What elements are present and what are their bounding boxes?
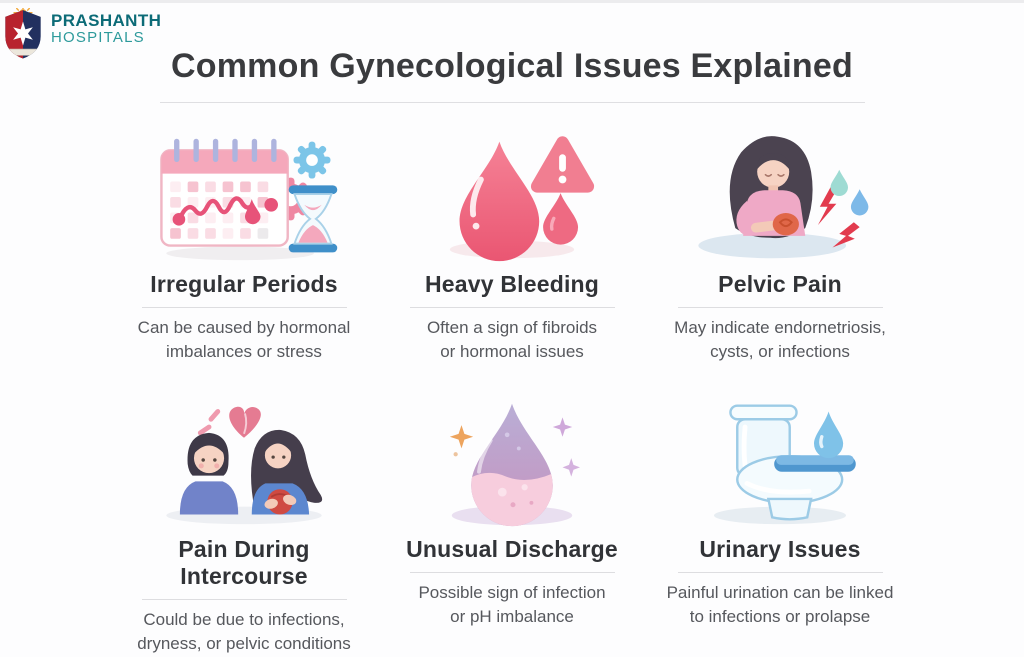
issues-grid: Irregular Periods Can be caused by hormo… <box>0 129 1024 657</box>
blood-drop-warning-icon <box>407 129 617 265</box>
shield-crest-icon <box>2 8 44 60</box>
page-title: Common Gynecological Issues Explained <box>171 47 853 85</box>
card-divider <box>677 307 883 308</box>
couple-intimacy-pain-icon <box>139 394 349 530</box>
card-divider <box>141 307 347 308</box>
calendar-cycle-icon <box>139 129 349 265</box>
issue-description: Could be due to infections, dryness, or … <box>137 610 351 654</box>
card-divider <box>409 572 615 574</box>
issue-card-irregular-periods: Irregular Periods Can be caused by hormo… <box>119 129 369 364</box>
issue-description: Often a sign of fibroids or hormonal iss… <box>426 318 598 362</box>
issue-title: Urinary Issues <box>699 536 861 563</box>
issue-card-pain-during-intercourse: Pain During Intercourse Could be due to … <box>119 394 369 656</box>
issue-title: Heavy Bleeding <box>424 271 600 297</box>
brand-name: PRASHANTH <box>51 11 162 30</box>
card-divider <box>409 307 615 308</box>
brand-subname: HOSPITALS <box>51 28 145 46</box>
issue-title: Unusual Discharge <box>406 536 618 563</box>
issue-description: May indicate endornetriosis, cysts, or i… <box>674 318 886 362</box>
issue-title: Irregular Periods <box>150 271 338 297</box>
card-divider <box>677 572 883 574</box>
woman-abdominal-pain-icon <box>675 129 885 265</box>
issue-title: Pain During Intercourse <box>178 536 310 590</box>
discharge-drop-icon <box>407 394 617 530</box>
hospital-logo-text: PRASHANTH HOSPITALS <box>51 12 161 46</box>
issue-description: Can be caused by hormonal imbalances or … <box>137 318 351 362</box>
issue-card-heavy-bleeding: Heavy Bleeding Often a sign of fibroids … <box>387 129 637 364</box>
issue-card-unusual-discharge: Unusual Discharge Possible sign of infec… <box>387 394 637 656</box>
issue-description: Painful urination can be linked to infec… <box>666 583 894 627</box>
issue-title: Pelvic Pain <box>718 271 842 297</box>
page-header: PRASHANTH HOSPITALS Common Gynecological… <box>0 3 1024 103</box>
card-divider <box>141 599 347 601</box>
title-divider <box>159 102 865 103</box>
hospital-logo: PRASHANTH HOSPITALS <box>2 8 161 60</box>
issue-card-pelvic-pain: Pelvic Pain May indicate endornetriosis,… <box>655 129 905 364</box>
issue-card-urinary-issues: Urinary Issues Painful urination can be … <box>655 394 905 656</box>
issue-description: Possible sign of infection or pH imbalan… <box>418 583 606 627</box>
toilet-drop-icon <box>675 394 885 530</box>
